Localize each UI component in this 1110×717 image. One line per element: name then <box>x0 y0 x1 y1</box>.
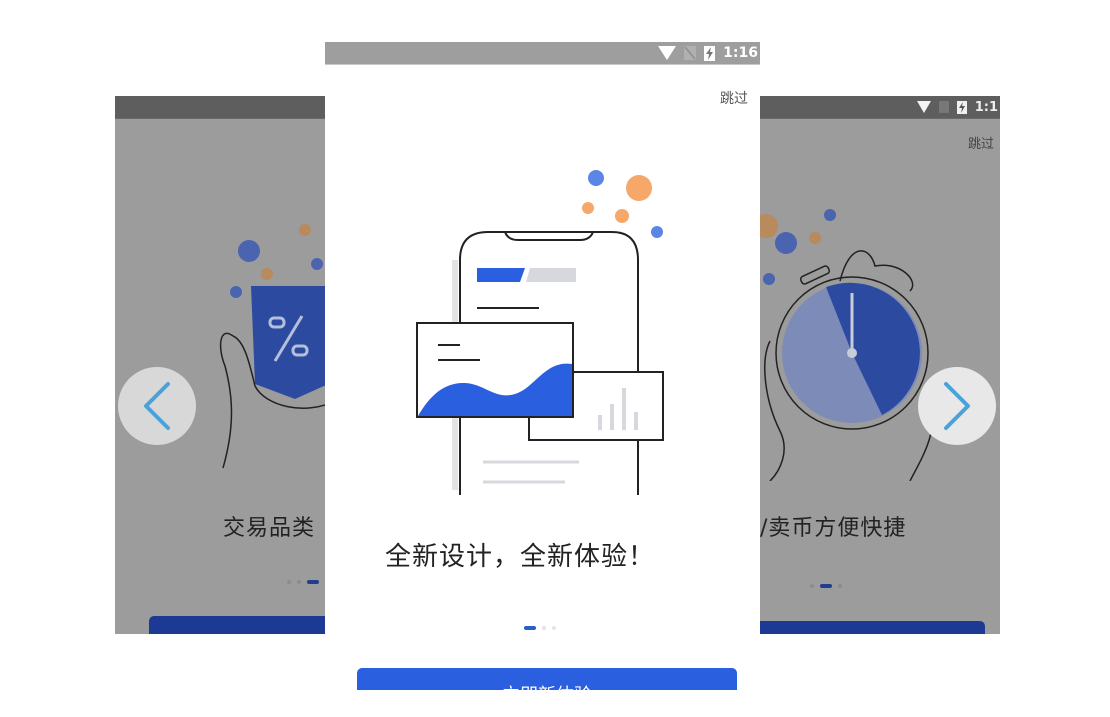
previous-slide[interactable]: 交易品类 <box>115 96 325 634</box>
status-time: 1:1 <box>974 99 998 115</box>
next-slide-button[interactable] <box>918 367 996 445</box>
wifi-icon <box>916 101 931 113</box>
indicator-dot-active <box>820 584 832 588</box>
no-sim-icon <box>684 46 697 60</box>
status-bar: 1:16 <box>325 42 760 65</box>
start-experience-button-label: 立即新体验 <box>502 685 592 690</box>
indicator-dot <box>552 626 556 630</box>
slide-title: 交易品类 <box>223 516 316 541</box>
status-bar <box>115 96 325 119</box>
indicator-dot <box>287 580 291 584</box>
discount-shield-illustration <box>219 224 325 469</box>
status-bar: 1:1 <box>760 96 1000 119</box>
previous-slide-button[interactable] <box>118 367 196 445</box>
indicator-dot <box>297 580 301 584</box>
battery-charging-icon <box>704 45 716 61</box>
next-slide[interactable]: 1:1 跳过 /卖币方便快捷 <box>760 96 1000 634</box>
indicator-dot-active <box>307 580 319 584</box>
primary-button[interactable] <box>760 621 985 634</box>
status-time: 1:16 <box>723 45 758 61</box>
start-experience-button[interactable]: 立即新体验 <box>357 668 737 690</box>
indicator-dot <box>838 584 842 588</box>
page-indicator <box>287 580 319 584</box>
chevron-left-icon <box>144 382 170 430</box>
slide-title: /卖币方便快捷 <box>760 516 907 541</box>
wifi-icon <box>658 46 677 60</box>
stopwatch-illustration <box>760 209 934 481</box>
current-slide: 1:16 跳过 全新设计，全新体验！ <box>325 42 760 690</box>
indicator-dot <box>542 626 546 630</box>
skip-button[interactable]: 跳过 <box>967 137 994 152</box>
skip-button[interactable]: 跳过 <box>720 91 748 107</box>
page-indicator <box>524 626 556 630</box>
indicator-dot <box>810 584 814 588</box>
no-sim-icon <box>938 101 949 113</box>
phone-dashboard-illustration <box>416 170 664 495</box>
indicator-dot-active <box>524 626 536 630</box>
primary-button[interactable] <box>149 616 325 634</box>
battery-charging-icon <box>956 100 967 114</box>
chevron-right-icon <box>944 382 970 430</box>
page-indicator <box>810 584 842 588</box>
slide-title: 全新设计，全新体验！ <box>385 542 656 572</box>
